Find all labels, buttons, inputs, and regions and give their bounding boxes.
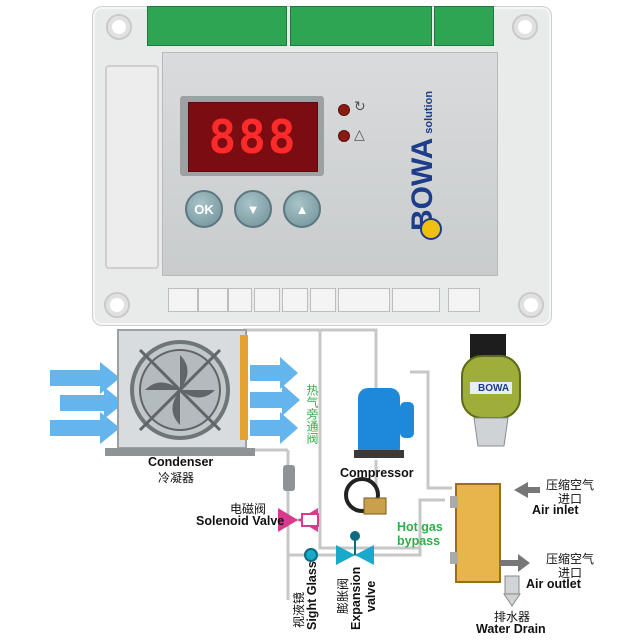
ok-button[interactable]: OK <box>185 190 223 228</box>
compressor <box>354 388 414 458</box>
arrow-up-icon: ▲ <box>295 201 309 217</box>
compressor-base <box>354 450 404 458</box>
refresh-icon: ↻ <box>354 98 366 114</box>
up-button[interactable]: ▲ <box>283 190 321 228</box>
solenoid-coil <box>301 513 319 527</box>
status-led-run <box>338 104 350 116</box>
hot-gas-label: Hot gas <box>397 520 443 534</box>
mounting-hole <box>104 292 130 318</box>
airflow-arrow-icon <box>60 387 124 419</box>
pipe <box>318 330 420 550</box>
pipe <box>410 370 452 490</box>
terminal-block-top-1 <box>147 6 287 46</box>
condenser-coil <box>240 335 248 440</box>
air-outlet-label-cn-1: 压缩空气 <box>546 552 595 566</box>
mounting-hole <box>512 14 538 40</box>
connector <box>254 288 280 312</box>
compressor-label: Compressor <box>340 466 414 480</box>
warning-triangle-icon: △ <box>354 126 365 142</box>
air-outlet-label-cn-2: 进口 <box>558 566 583 580</box>
sensor-brand: BOWA <box>478 383 510 394</box>
pressure-sensor <box>461 334 521 447</box>
connector <box>448 288 480 312</box>
fan-blades <box>145 355 215 425</box>
airflow-arrow-icon <box>50 362 120 394</box>
status-led-alarm <box>338 130 350 142</box>
down-button[interactable]: ▼ <box>234 190 272 228</box>
air-outlet-arrow-icon <box>500 554 530 572</box>
water-drain <box>503 575 521 607</box>
led-display: 888 <box>188 102 318 172</box>
bypass-valve-label-cn: 热气旁通阀 <box>305 384 319 444</box>
solenoid-valve-label-cn: 电磁阀 <box>230 502 267 516</box>
condenser-label-cn: 冷凝器 <box>158 471 195 485</box>
mounting-hole <box>518 292 544 318</box>
ok-button-label: OK <box>194 201 214 217</box>
expansion-valve-label-1: Expansion <box>349 566 363 630</box>
connector <box>282 288 308 312</box>
controller-side-strip <box>105 65 159 269</box>
sight-glass-icon <box>304 548 318 562</box>
hot-gas-bypass-valve <box>344 477 387 515</box>
connector <box>310 288 336 312</box>
terminal-block-top-2 <box>290 6 432 46</box>
water-drain-label-cn: 排水器 <box>494 610 531 624</box>
condenser <box>105 329 255 456</box>
airflow-arrow-icon <box>250 412 298 444</box>
accumulator <box>400 402 414 438</box>
compressor-shell <box>358 388 400 458</box>
connector <box>392 288 440 312</box>
pipe <box>243 328 378 392</box>
connector <box>168 288 198 312</box>
sight-glass-label: Sight Glass <box>305 561 319 630</box>
expansion-valve <box>336 531 374 565</box>
connector <box>338 288 390 312</box>
air-outlet-label: Air outlet <box>526 577 581 591</box>
mounting-hole <box>106 14 132 40</box>
arrow-down-icon: ▼ <box>246 201 260 217</box>
airflow-arrow-icon <box>250 357 298 389</box>
connector <box>198 288 228 312</box>
air-inlet-label-cn-2: 进口 <box>558 492 583 506</box>
filter-drier <box>283 465 295 491</box>
airflow-arrow-icon <box>250 384 300 416</box>
connector <box>228 288 252 312</box>
heat-exchanger <box>450 483 501 583</box>
air-inlet-label-cn-1: 压缩空气 <box>546 478 595 492</box>
bypass-label: bypass <box>397 534 441 548</box>
solenoid-valve <box>278 508 319 532</box>
solenoid-valve-label: Solenoid Valve <box>196 514 285 528</box>
expansion-valve-label-2: valve <box>364 580 378 612</box>
brand-emblem-icon <box>420 218 442 240</box>
airflow-arrow-icon <box>50 412 120 444</box>
air-inlet-arrow-icon <box>514 482 540 498</box>
air-inlet-label: Air inlet <box>532 503 579 517</box>
water-drain-label: Water Drain <box>476 622 546 636</box>
airflow-out <box>250 357 300 444</box>
terminal-block-top-3 <box>434 6 494 46</box>
condenser-label: Condenser <box>148 455 214 469</box>
airflow-in <box>50 362 124 444</box>
condenser-base <box>105 448 255 456</box>
